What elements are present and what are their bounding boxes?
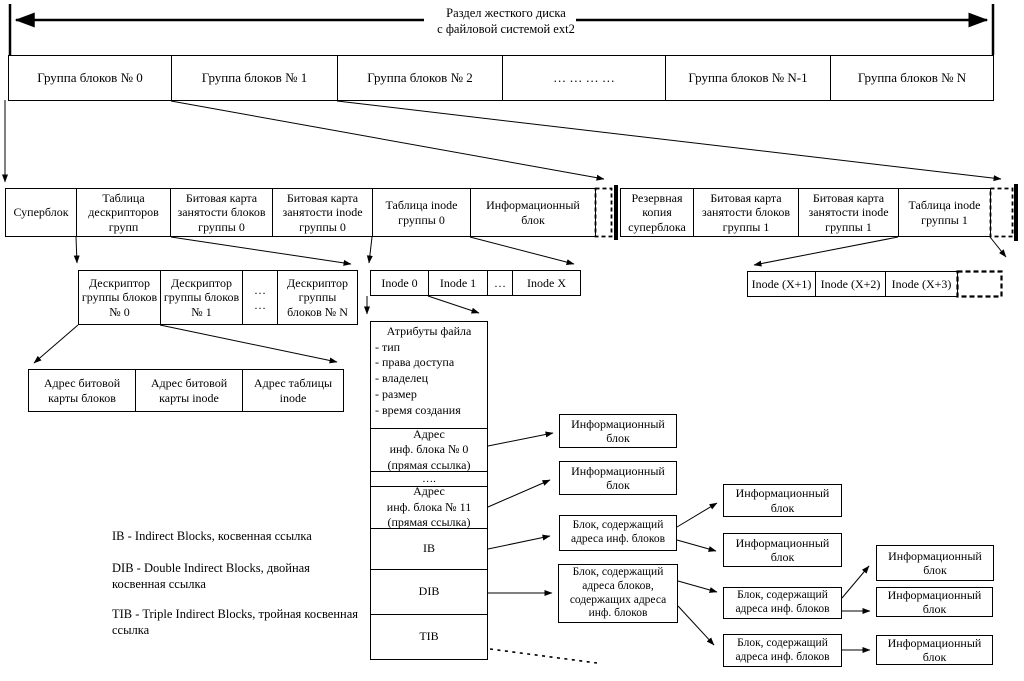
line-desc0-right	[159, 324, 338, 364]
dashed-tail-g1	[989, 187, 1014, 238]
arrow-ib	[487, 534, 551, 550]
line-desc0-left	[33, 324, 79, 364]
line-itg1-left	[753, 236, 899, 267]
box-info-block-d0: Информационный блок	[559, 414, 677, 448]
line-itg1-right	[989, 236, 1007, 258]
box-group-0: Группа блоков № 0	[8, 55, 172, 101]
line-desc-left	[73, 236, 80, 264]
box-block-bitmap-g1: Битовая карта занятости блоков группы 1	[693, 188, 799, 237]
partition-title-line2: с файловой системой ext2	[437, 22, 575, 37]
dashed-tail-g0	[594, 187, 613, 238]
box-group-n: Группа блоков № N	[830, 55, 994, 101]
box-descriptor-n: Дескриптор группы блоков № N	[277, 270, 358, 325]
attr-type: - тип	[375, 339, 401, 354]
inode-ib: IB	[371, 528, 487, 569]
box-inode-table-g1: Таблица inode группы 1	[898, 188, 991, 237]
arrow-ab1-info1	[841, 565, 870, 599]
arrow-ib-info2	[676, 539, 717, 552]
box-addr-block-1: Блок, содержащий адреса инф. блоков	[723, 587, 842, 619]
box-group-1: Группа блоков № 1	[171, 55, 338, 101]
dashed-tail-inodes-g1	[956, 270, 1003, 298]
box-inode-bitmap-g1: Битовая карта занятости inode группы 1	[798, 188, 899, 237]
box-info-block-dib3: Информационный блок	[876, 635, 993, 665]
box-data-block-g0: Информационный блок	[470, 188, 596, 237]
attr-owner: - владелец	[375, 371, 428, 386]
box-inode-0: Inode 0	[370, 270, 429, 296]
box-addr-inode-bitmap: Адрес битовой карты inode	[135, 369, 243, 412]
line-itg0-right	[469, 236, 575, 266]
box-inode-table-g0: Таблица inode группы 0	[372, 188, 471, 237]
box-info-block-d11: Информационный блок	[559, 461, 677, 495]
partition-title: Раздел жесткого диска с файловой системо…	[408, 5, 604, 38]
inode-attributes: Атрибуты файла - тип - права доступа - в…	[371, 322, 487, 428]
box-descriptor-1: Дескриптор группы блоков № 1	[160, 270, 243, 325]
inode-direct-dots: ….	[371, 471, 487, 486]
box-info-block-ib1: Информационный блок	[723, 484, 842, 517]
box-group-desc-table: Таблица дескрипторов групп	[76, 188, 171, 237]
attr-rights: - права доступа	[375, 355, 455, 370]
box-info-block-dib2: Информационный блок	[876, 587, 993, 617]
arrow-ib-info1	[676, 502, 718, 528]
inode-direct-0: Адрес инф. блока № 0 (прямая ссылка)	[371, 427, 487, 472]
box-block-bitmap-g0: Битовая карта занятости блоков группы 0	[170, 188, 273, 237]
legend-dib: DIB - Double Indirect Blocks, двойная ко…	[112, 561, 310, 592]
box-superblock-copy: Резервная копия суперблока	[620, 188, 694, 237]
box-inode-1: Inode 1	[428, 270, 488, 296]
arrow-direct0	[487, 431, 554, 447]
box-group-ellipsis: … … … …	[502, 55, 666, 101]
box-info-block-ib2: Информационный блок	[723, 533, 842, 567]
box-addr-block-bitmap: Адрес битовой карты блоков	[28, 369, 136, 412]
arrow-dib-ab2	[677, 605, 715, 646]
line-itg0-left	[366, 236, 373, 264]
line-inode0-right	[427, 295, 480, 314]
inode-direct-11: Адрес инф. блока № 11 (прямая ссылка)	[371, 484, 487, 529]
inode-dib: DIB	[371, 569, 487, 614]
box-ib-block: Блок, содержащий адреса инф. блоков	[559, 515, 677, 551]
inode-attributes-title: Атрибуты файла	[386, 324, 472, 338]
arrow-dib-ab1	[677, 580, 718, 593]
box-group-n1: Группа блоков № N-1	[665, 55, 831, 101]
box-inode-x1: Inode (X+1)	[747, 271, 816, 297]
box-inode-ellipsis: …	[487, 270, 513, 296]
box-info-block-dib1: Информационный блок	[876, 545, 994, 581]
box-inode-x3: Inode (X+3)	[885, 271, 958, 297]
box-group-2: Группа блоков № 2	[337, 55, 503, 101]
partition-title-line1: Раздел жесткого диска	[446, 6, 566, 20]
box-addr-inode-table: Адрес таблицы inode	[242, 369, 344, 412]
box-superblock: Суперблок	[5, 188, 77, 237]
attr-ctime: - время создания	[375, 402, 461, 417]
legend-ib: IB - Indirect Blocks, косвенная ссылка	[112, 529, 312, 543]
box-inode-bitmap-g0: Битовая карта занятости inode группы 0	[272, 188, 373, 237]
box-inode-x: Inode X	[512, 270, 581, 296]
attr-size: - размер	[375, 387, 417, 402]
box-addr-block-2: Блок, содержащий адреса инф. блоков	[723, 634, 842, 667]
line-desc-right	[170, 236, 352, 266]
box-dib-block: Блок, содержащий адреса блоков, содержащ…	[558, 564, 678, 623]
box-descriptor-0: Дескриптор группы блоков № 0	[78, 270, 161, 325]
inode-tib: TIB	[371, 614, 487, 659]
arrow-direct11	[487, 479, 551, 508]
line-g1-right	[336, 100, 1002, 182]
box-descriptor-ellipsis: … …	[242, 270, 278, 325]
inode-structure: Атрибуты файла - тип - права доступа - в…	[370, 321, 488, 660]
line-g0-right	[170, 100, 605, 181]
box-inode-x2: Inode (X+2)	[815, 271, 886, 297]
legend-tib: TIB - Triple Indirect Blocks, тройная ко…	[112, 607, 359, 638]
dotted-tib	[489, 648, 598, 664]
